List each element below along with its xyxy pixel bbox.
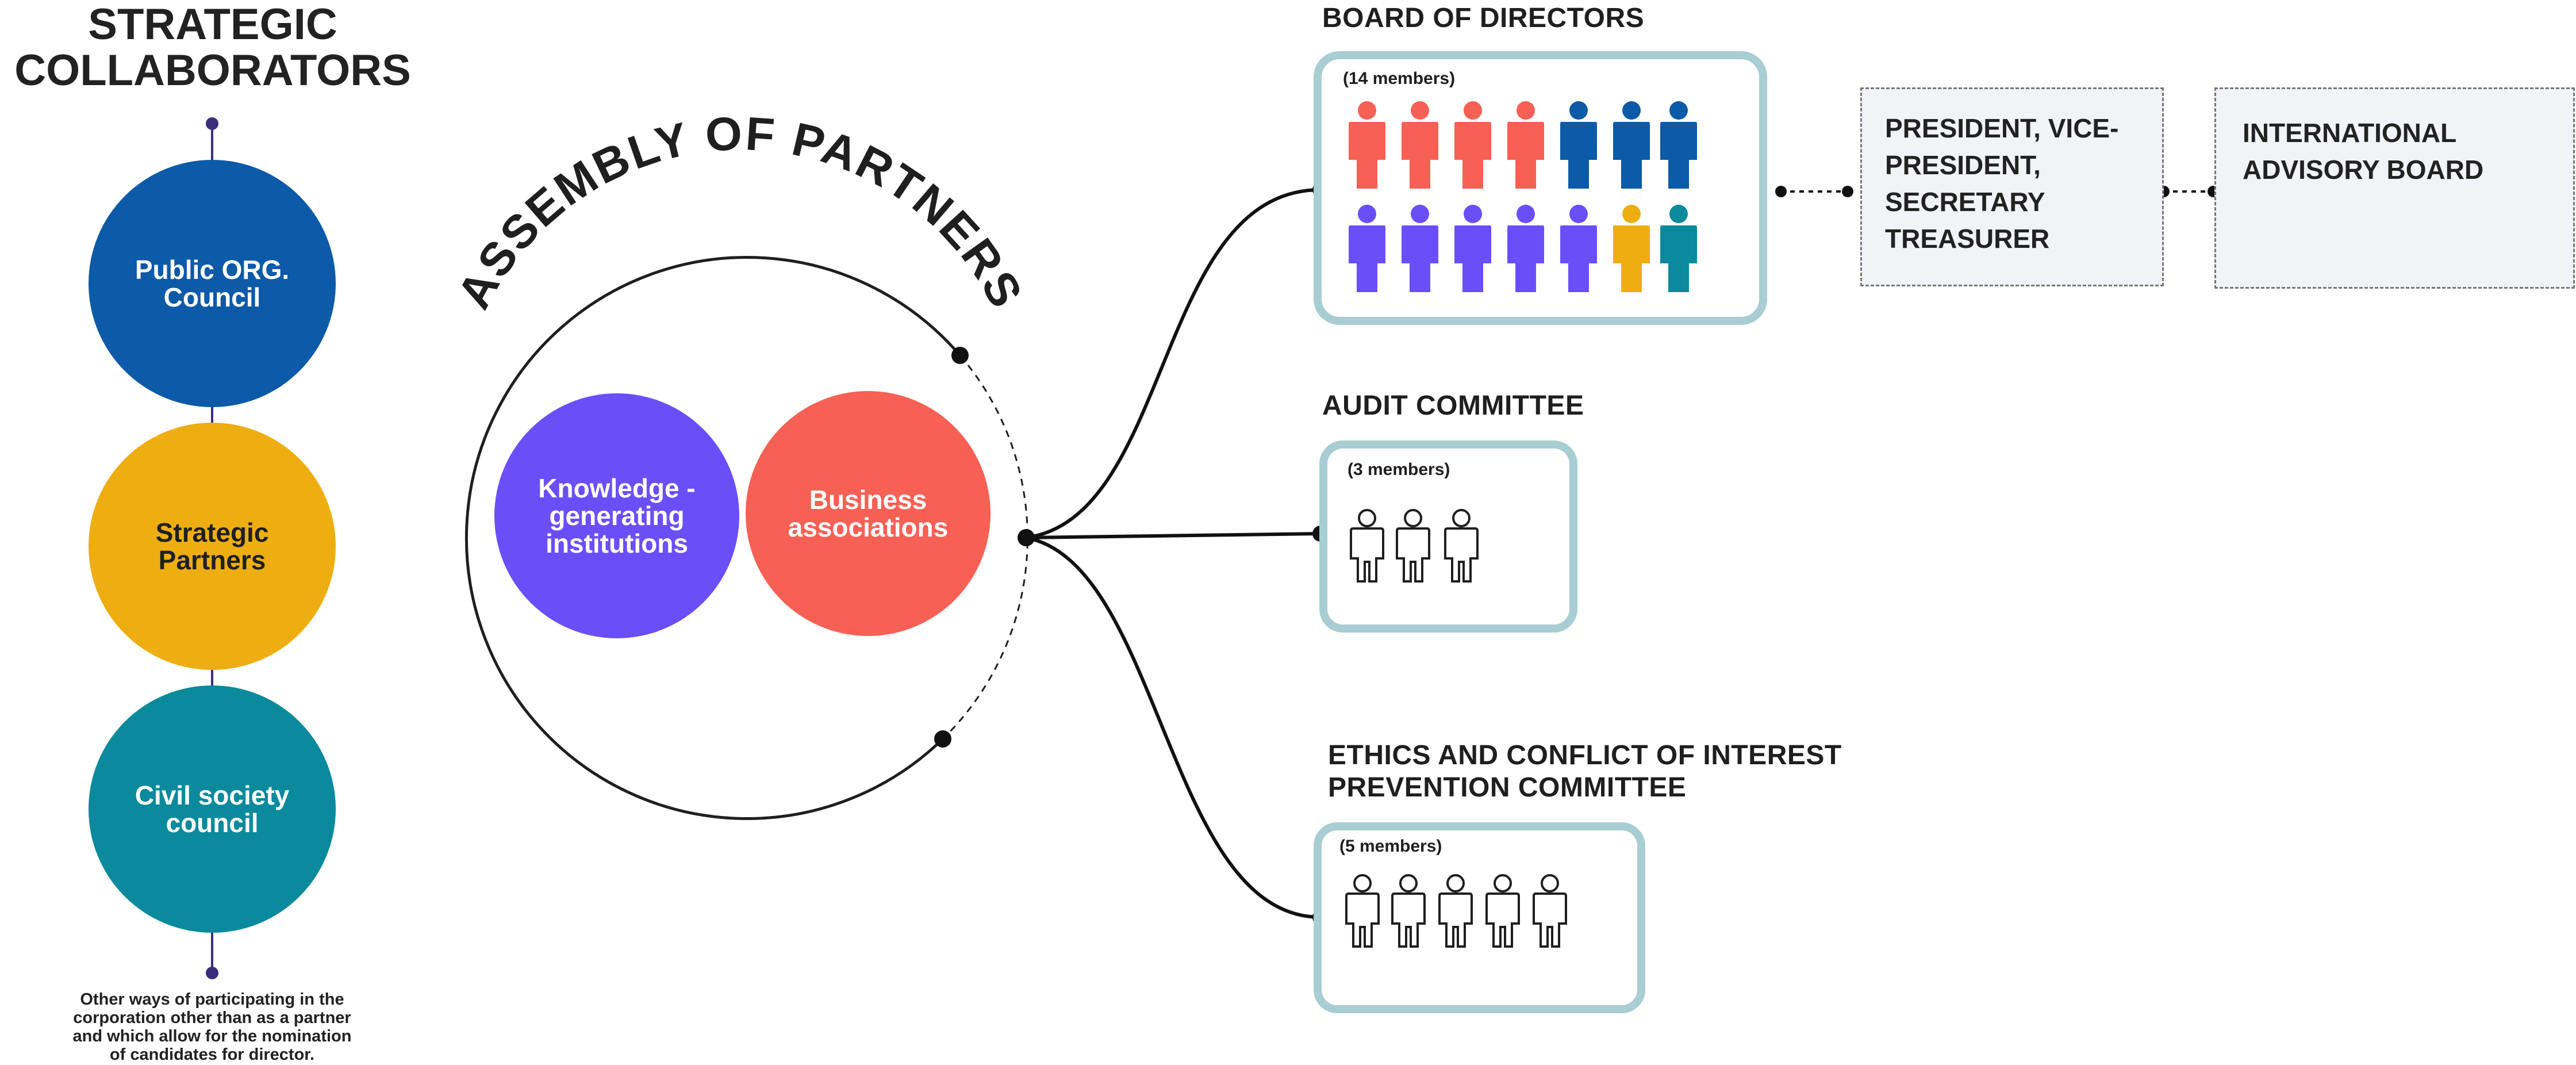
ethics-members-note: (5 members) — [1339, 837, 1442, 856]
strategic-partners-label: Strategic Partners — [100, 489, 324, 604]
circle-label-line: Public ORG. — [135, 255, 290, 285]
advisory-board-box: INTERNATIONAL ADVISORY BOARD — [2214, 87, 2575, 289]
business-associations-circle — [746, 391, 991, 636]
circle-label-line: associations — [788, 512, 949, 542]
public-org-council-circle — [89, 160, 336, 407]
circle-label-line: generating — [549, 501, 685, 531]
ethics-title-line1: ETHICS AND CONFLICT OF INTEREST — [1328, 740, 1842, 771]
committee-connectors — [1026, 188, 1321, 919]
ethics-box — [1314, 822, 1645, 1013]
board-members-note: (14 members) — [1343, 69, 1456, 88]
connector-bottom-dot — [206, 967, 218, 979]
circle-label-line: institutions — [546, 528, 688, 558]
circle-label-line: Civil society — [135, 780, 290, 810]
business-associations-label: Business associations — [753, 456, 983, 571]
officers-box: PRESIDENT, VICE- PRESIDENT, SECRETARY TR… — [1860, 87, 2164, 286]
circle-label-line: Business — [809, 485, 927, 515]
officers-line1: PRESIDENT, VICE- — [1885, 113, 2119, 143]
ring-dot-lower — [934, 730, 951, 748]
advisory-line1: INTERNATIONAL — [2243, 118, 2457, 148]
circle-label-line: Partners — [158, 545, 266, 575]
ring-dot-upper — [951, 347, 969, 364]
strategic-partners-circle — [89, 423, 336, 670]
officers-line3: SECRETARY — [1885, 187, 2045, 217]
civil-society-council-label: Civil society council — [100, 752, 324, 867]
collaborators-title-line2: COLLABORATORS — [14, 45, 411, 95]
audit-box — [1319, 440, 1577, 633]
audit-members-note: (3 members) — [1347, 460, 1450, 479]
assembly-ring — [464, 256, 1028, 820]
ethics-title-line2: PREVENTION COMMITTEE — [1328, 772, 1687, 803]
knowledge-institutions-circle — [494, 393, 739, 638]
audit-title: AUDIT COMMITTEE — [1322, 390, 1584, 421]
footnote-line: of candidates for director. — [109, 1045, 315, 1064]
officers-line4: TREASURER — [1885, 224, 2050, 254]
public-org-council-label: Public ORG. Council — [100, 226, 324, 341]
circle-label-line: Council — [163, 282, 261, 312]
footnote-line: and which allow for the nomination — [72, 1027, 352, 1045]
circle-label-line: Knowledge - — [538, 473, 696, 503]
circle-label-line: Strategic — [155, 518, 269, 547]
board-title: BOARD OF DIRECTORS — [1322, 3, 1645, 33]
footnote-line: Other ways of participating in the — [80, 990, 344, 1009]
circle-label-line: council — [166, 808, 259, 838]
civil-society-council-circle — [89, 685, 336, 933]
ethics-title: ETHICS AND CONFLICT OF INTEREST PREVENTI… — [1328, 740, 1842, 804]
officers-line2: PRESIDENT, — [1885, 150, 2041, 180]
board-box — [1314, 51, 1767, 325]
advisory-line2: ADVISORY BOARD — [2243, 155, 2484, 185]
collaborators-footnote: Other ways of participating in the corpo… — [48, 990, 376, 1064]
knowledge-institutions-label: Knowledge - generating institutions — [502, 458, 732, 573]
assembly-title: ASSEMBLY OF PARTNERS — [448, 108, 1033, 317]
assembly-hub-dot — [1018, 529, 1035, 546]
footnote-line: corporation other than as a partner — [73, 1009, 351, 1027]
connector-top-dot — [206, 117, 218, 130]
collaborators-title-line1: STRATEGIC — [88, 0, 337, 49]
collaborators-title: STRATEGIC COLLABORATORS — [0, 0, 425, 95]
